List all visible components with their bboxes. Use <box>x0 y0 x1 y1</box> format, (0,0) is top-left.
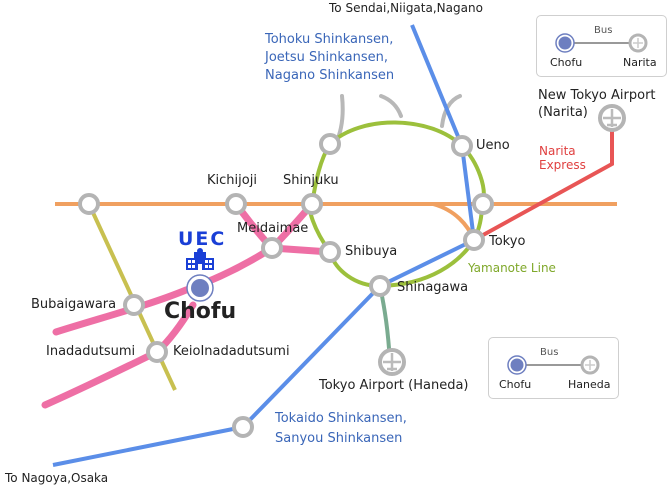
station-marker-tokyo[interactable] <box>463 229 485 251</box>
haneda-airport-icon[interactable] <box>378 348 406 376</box>
direction-west-label: To Nagoya,Osaka <box>5 471 109 485</box>
station-marker-nambu-top[interactable] <box>78 193 100 215</box>
station-label-bubaigawara: Bubaigawara <box>31 297 117 312</box>
bus-route-diagram <box>555 33 648 53</box>
shinkansen-line <box>52 24 476 467</box>
legend-haneda-mode: Bus <box>540 347 559 358</box>
uec-label: UEC <box>178 228 227 250</box>
station-marker-kichijoji[interactable] <box>225 193 247 215</box>
legend-chofu-narita-bus: Bus Chofu Narita <box>536 15 667 77</box>
station-label-shinagawa: Shinagawa <box>397 280 469 295</box>
tokaido-shinkansen-label: Tokaido Shinkansen, <box>275 411 407 426</box>
narita-airport-label-line2: (Narita) <box>538 105 588 120</box>
legend-chofu-haneda-bus: Bus Chofu Haneda <box>488 337 619 399</box>
school-building-icon <box>186 248 214 270</box>
station-label-tokyo: Tokyo <box>489 234 526 249</box>
legend-narita-from: Chofu <box>550 56 583 69</box>
legend-narita-to: Narita <box>623 56 657 69</box>
station-marker-inadadutsumi[interactable] <box>146 341 168 363</box>
narita-express-line <box>473 118 614 242</box>
narita-airport-icon[interactable] <box>598 104 626 132</box>
station-marker-ikebukuro[interactable] <box>319 133 341 155</box>
station-label-keio-inadadutsumi: KeioInadadutsumi <box>173 344 290 359</box>
yamanote-line-label: Yamanote Line <box>468 261 556 275</box>
station-label-ueno: Ueno <box>476 138 510 153</box>
branch-lines <box>334 94 462 145</box>
station-label-shibuya: Shibuya <box>345 244 398 259</box>
station-marker-ueno[interactable] <box>451 135 473 157</box>
direction-north-label: To Sendai,Niigata,Nagano <box>329 1 483 15</box>
station-marker-bubaigawara[interactable] <box>123 294 145 316</box>
legend-haneda-from: Chofu <box>499 378 532 391</box>
tohoku-shinkansen-label: Tohoku Shinkansen, <box>265 32 394 47</box>
station-marker-shinjuku[interactable] <box>301 193 323 215</box>
station-label-chofu: Chofu <box>164 299 237 324</box>
station-label-inadadutsumi: Inadadutsumi <box>46 344 136 359</box>
narita-express-label-line1: Narita <box>539 144 576 158</box>
chofu-station-marker[interactable] <box>186 274 214 302</box>
bus-route-diagram <box>507 355 600 375</box>
haneda-airport-label: Tokyo Airport (Haneda) <box>319 378 469 393</box>
station-marker-shibuya[interactable] <box>319 241 341 263</box>
station-marker-shin-yokohama[interactable] <box>232 416 254 438</box>
station-label-kichijoji: Kichijoji <box>207 173 257 188</box>
nagano-shinkansen-label: Nagano Shinkansen <box>265 68 395 83</box>
legend-narita-mode: Bus <box>594 25 613 36</box>
sanyou-shinkansen-label: Sanyou Shinkansen <box>275 431 403 446</box>
station-label-shinjuku: Shinjuku <box>283 173 339 188</box>
station-marker-shinagawa[interactable] <box>369 275 391 297</box>
joetsu-shinkansen-label: Joetsu Shinkansen, <box>265 50 389 65</box>
station-label-meidaimae: Meidaimae <box>237 221 309 236</box>
legend-haneda-to: Haneda <box>568 378 611 391</box>
station-marker-meidaimae[interactable] <box>261 237 283 259</box>
narita-express-label-line2: Express <box>539 158 586 172</box>
station-marker-akihabara[interactable] <box>472 193 494 215</box>
narita-airport-label-line1: New Tokyo Airport <box>538 88 656 103</box>
